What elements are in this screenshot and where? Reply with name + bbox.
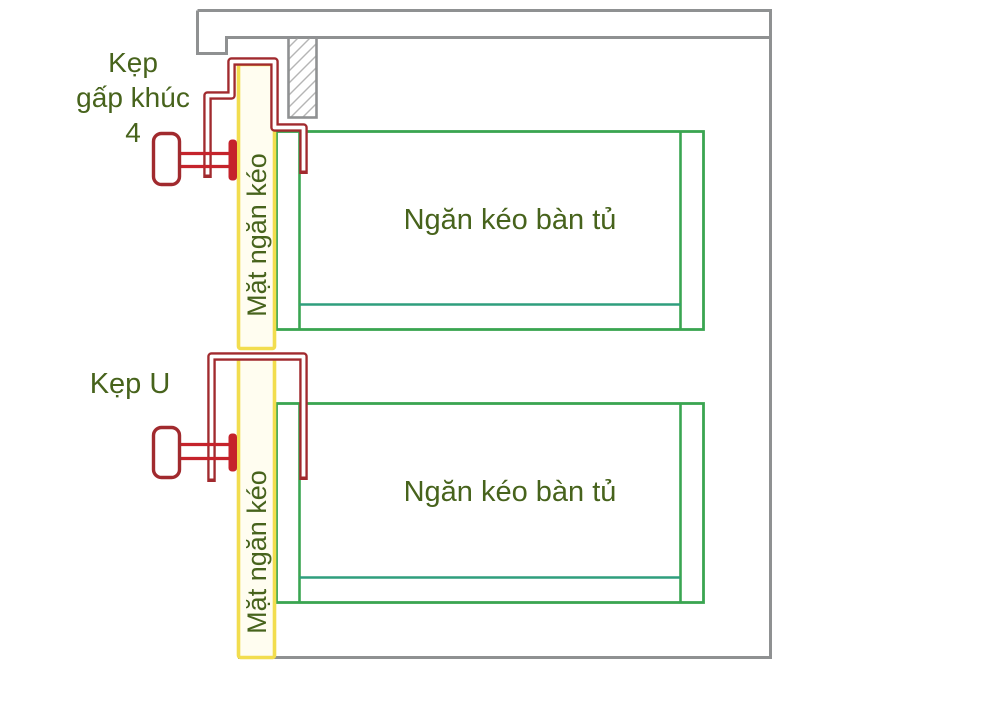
drawer-face-label-top: Mặt ngăn kéo (242, 153, 272, 317)
drawer-box-bottom (275, 402, 705, 604)
bent-clamp-inner (205, 59, 306, 175)
drawer-top-outline (275, 130, 705, 331)
clamp-screw-bottom (151, 425, 237, 480)
cabinet-rail-hatched-section (287, 36, 318, 119)
screw-knob (151, 131, 182, 187)
drawer-bottom-outline (275, 402, 705, 604)
drawer-label-bottom: Ngăn kéo bàn tủ (403, 476, 617, 508)
u-clamp (207, 352, 308, 482)
screw-pressure-pad (228, 433, 237, 472)
bent-clamp (203, 57, 308, 178)
cabinet-top-underside-line (196, 10, 771, 55)
drawer-box-top (275, 130, 705, 331)
screw-pressure-pad (228, 139, 237, 181)
cabinet-outer-outline (197, 9, 772, 659)
drawer-label-top: Ngăn kéo bàn tủ (403, 204, 617, 236)
drawer-face-label-bottom: Mặt ngăn kéo (242, 470, 272, 634)
screw-knob (151, 425, 182, 480)
u-clamp-inner (209, 354, 306, 479)
clamp-screw-top (151, 131, 237, 187)
u-clamp-label: Kẹp U (89, 368, 171, 400)
bent-clamp-label: Kẹp gấp khúc 4 (76, 47, 190, 148)
